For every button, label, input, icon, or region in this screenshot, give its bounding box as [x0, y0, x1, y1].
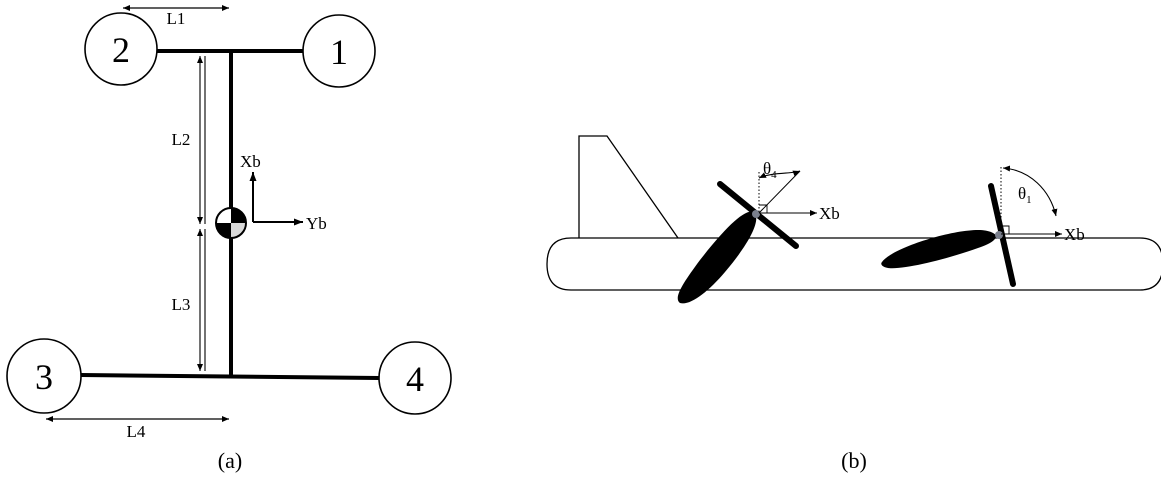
body-axes: Xb Yb — [240, 152, 327, 233]
dimension-l1: L1 — [123, 5, 229, 28]
l3-label: L3 — [172, 295, 191, 314]
rotor-2: 2 — [84, 12, 158, 86]
dimension-l2: L2 — [172, 56, 206, 224]
rotor-4-label: 4 — [406, 359, 424, 399]
rotor-3: 3 — [6, 338, 82, 414]
rotor-1: 1 — [302, 14, 376, 88]
rear-hub — [752, 210, 760, 218]
center-of-gravity-icon — [215, 207, 247, 239]
rear-nacelle — [677, 211, 757, 304]
panel-b-side-view: θ4 Xb θ1 Xb (b) — [546, 135, 1161, 473]
front-nacelle — [881, 230, 996, 269]
caption-b: (b) — [841, 448, 867, 473]
l4-label: L4 — [127, 422, 146, 441]
rear-arm — [80, 373, 380, 380]
rotor-1-label: 1 — [330, 32, 348, 72]
l1-label: L1 — [167, 9, 186, 28]
yb-axis-label: Yb — [306, 214, 327, 233]
theta-4-label: θ4 — [763, 159, 777, 181]
panel-a-top-view: 2 1 3 4 L1 L2 L3 — [6, 5, 452, 473]
dimension-l4: L4 — [46, 416, 229, 441]
front-tilt-rotor: θ1 Xb — [881, 165, 1085, 287]
xb-axis-label: Xb — [240, 152, 261, 171]
rotor-2-label: 2 — [112, 30, 130, 70]
l2-label: L2 — [172, 130, 191, 149]
rear-tilt-rotor: θ4 Xb — [677, 159, 840, 304]
tail-fin — [578, 135, 679, 239]
rear-xb-label: Xb — [819, 204, 840, 223]
rotor-3-label: 3 — [35, 357, 53, 397]
dimension-l3: L3 — [172, 229, 206, 371]
rotor-4: 4 — [378, 341, 452, 415]
caption-a: (a) — [218, 448, 242, 473]
front-hub — [995, 231, 1003, 239]
theta-1-label: θ1 — [1018, 184, 1032, 206]
fuselage — [546, 237, 1161, 291]
front-xb-label: Xb — [1064, 225, 1085, 244]
